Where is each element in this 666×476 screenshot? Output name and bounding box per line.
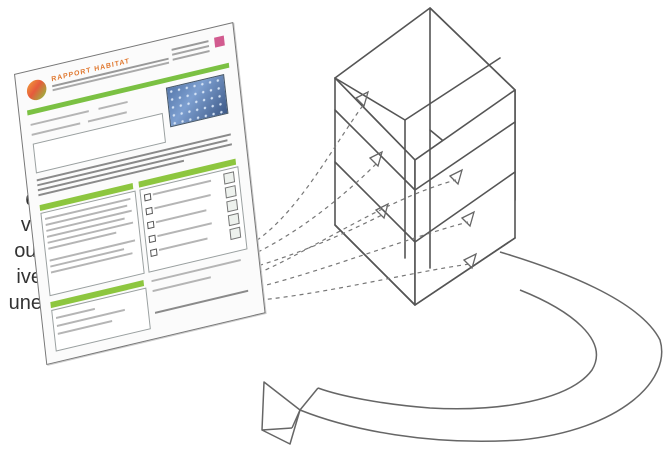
report-logo-icon — [26, 78, 48, 102]
report-footer-line — [155, 290, 248, 314]
return-arrow-inner-curve — [318, 290, 596, 409]
report-header-info-lines — [171, 40, 208, 51]
report-corner-mark-icon — [214, 35, 225, 47]
return-arrow-head-lower-side — [262, 410, 300, 444]
report-field-line — [88, 111, 127, 122]
report-document: RAPPORT HABITAT — [14, 22, 266, 365]
report-photo-texture — [167, 75, 227, 126]
report-field-line — [98, 101, 127, 110]
house-drawing — [335, 8, 515, 305]
return-loop-arrow — [262, 252, 662, 444]
report-contact-box — [51, 288, 151, 352]
return-arrow-outer-curve — [300, 252, 662, 441]
report-house-photo — [166, 74, 229, 127]
